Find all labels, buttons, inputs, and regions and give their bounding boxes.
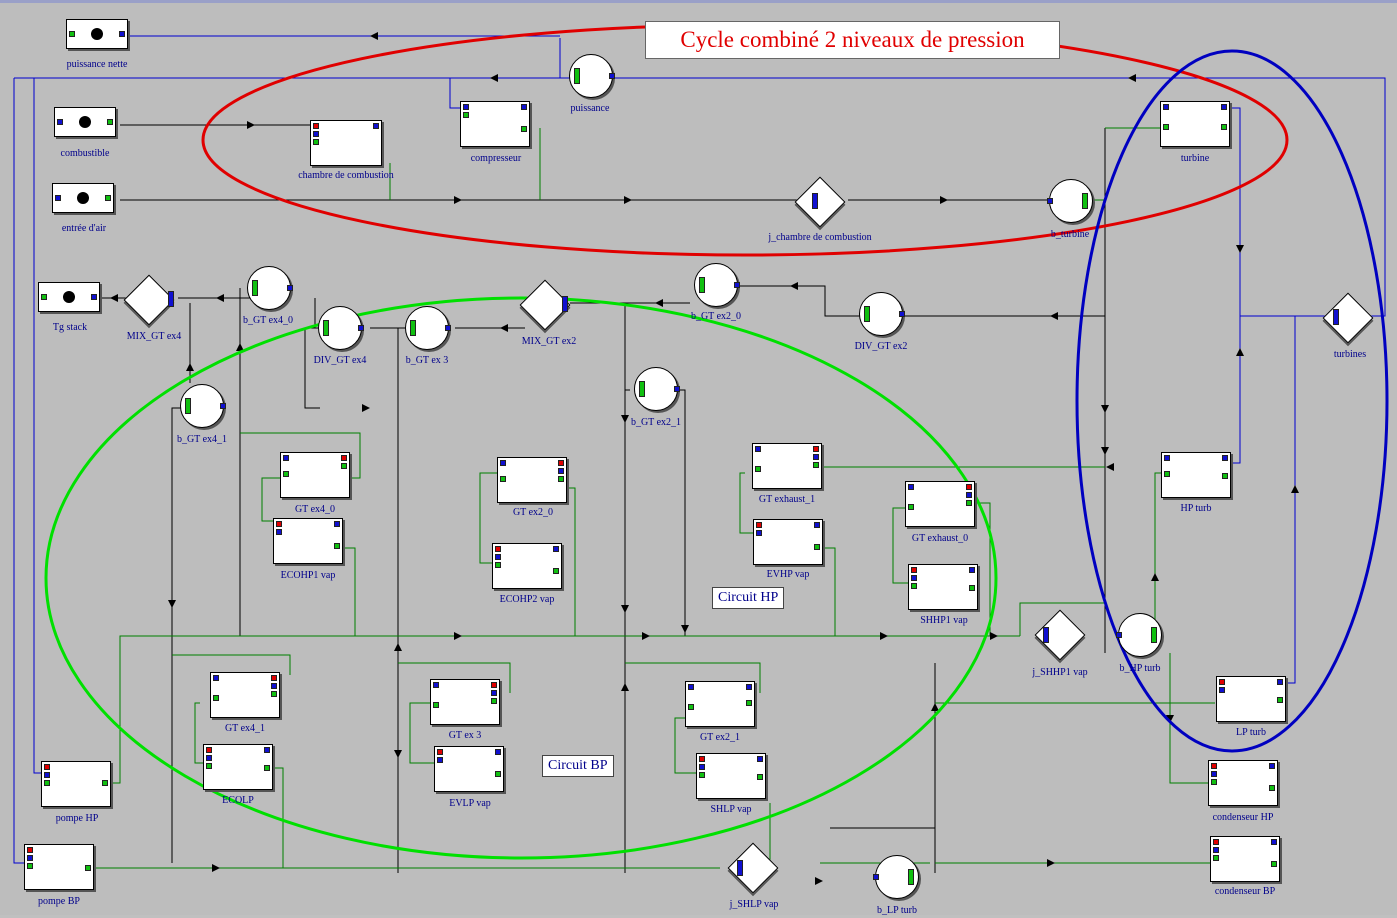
shlp-block[interactable] — [696, 753, 766, 799]
gt-ex2-0-label: GT ex2_0 — [512, 507, 554, 518]
shhp1-block[interactable] — [908, 564, 978, 610]
div-gt-ex4-label: DIV_GT ex4 — [313, 355, 367, 366]
mix-gt-ex4-port — [168, 291, 174, 307]
b-hp-turb-node[interactable] — [1116, 613, 1162, 657]
mix-gt-ex2-port — [562, 296, 568, 312]
turbine-label: turbine — [1180, 153, 1210, 164]
mix-gt-ex2-label: MIX_GT ex2 — [521, 336, 577, 347]
chambre-combustion-block[interactable] — [310, 120, 382, 166]
pompe-bp-label: pompe BP — [38, 896, 80, 907]
condenseur-bp-block[interactable] — [1210, 836, 1280, 882]
gt-ex2-1-block[interactable] — [685, 681, 755, 727]
b-turbine-label: b_turbine — [1050, 229, 1090, 240]
lp-turb-block[interactable] — [1216, 676, 1286, 722]
gt-ex3-block[interactable] — [430, 679, 500, 725]
gt-exhaust-1-block[interactable] — [752, 443, 822, 489]
ecohp2-label: ECOHP2 vap — [499, 594, 555, 605]
shlp-label: SHLP vap — [710, 804, 752, 815]
circuit-hp-label: Circuit HP — [712, 587, 785, 609]
b-gt-ex2-1-label: b_GT ex2_1 — [630, 417, 682, 428]
b-hp-turb-label: b_HP turb — [1119, 663, 1161, 674]
b-lp-turb-node[interactable] — [873, 855, 919, 899]
ecohp2-block[interactable] — [492, 543, 562, 589]
b-gt-ex2-0-label: b_GT ex2_0 — [690, 311, 742, 322]
j-shhp1-port — [1043, 627, 1049, 643]
electric-lines — [13, 35, 1386, 864]
pompe-hp-block[interactable] — [41, 761, 111, 807]
compresseur-label: compresseur — [470, 153, 522, 164]
ecolp-label: ECOLP — [222, 795, 254, 806]
connection-wires — [13, 23, 1389, 885]
b-gt-ex4-1-node[interactable] — [180, 384, 226, 428]
entree-air-block[interactable] — [52, 183, 114, 213]
pompe-bp-block[interactable] — [24, 844, 94, 890]
b-lp-turb-label: b_LP turb — [877, 905, 917, 916]
j-shlp-label: j_SHLP vap — [729, 899, 779, 910]
b-gt-ex3-node[interactable] — [405, 306, 451, 350]
j-shhp1-label: j_SHHP1 vap — [1032, 667, 1088, 678]
evlp-label: EVLP vap — [449, 798, 491, 809]
pompe-hp-label: pompe HP — [55, 813, 99, 824]
div-gt-ex4-node[interactable] — [318, 306, 364, 350]
b-gt-ex2-1-node[interactable] — [634, 367, 680, 411]
lp-turb-label: LP turb — [1236, 727, 1266, 738]
evlp-block[interactable] — [434, 746, 504, 792]
j-chambre-port — [812, 193, 818, 209]
gt-exhaust-0-block[interactable] — [905, 481, 975, 527]
gt-exhaust-0-label: GT exhaust_0 — [911, 533, 969, 544]
circuit-bp-label: Circuit BP — [542, 755, 614, 777]
gt-ex3-label: GT ex 3 — [448, 730, 482, 741]
ecohp1-label: ECOHP1 vap — [280, 570, 336, 581]
combustible-block[interactable] — [54, 107, 116, 137]
condenseur-hp-block[interactable] — [1208, 760, 1278, 806]
ecolp-block[interactable] — [203, 744, 273, 790]
puissance-label: puissance — [570, 103, 610, 114]
j-chambre-label: j_chambre de combustion — [768, 232, 872, 243]
condenseur-bp-label: condenseur BP — [1214, 886, 1276, 897]
turbines-port — [1333, 309, 1339, 325]
b-gt-ex3-label: b_GT ex 3 — [405, 355, 449, 366]
flow-arrows — [110, 32, 1299, 885]
compresseur-block[interactable] — [460, 101, 530, 147]
tg-stack-block[interactable] — [38, 282, 100, 312]
turbine-block[interactable] — [1160, 101, 1230, 147]
turbines-label: turbines — [1333, 349, 1367, 360]
j-shlp-port — [737, 860, 743, 876]
gt-exhaust-1-label: GT exhaust_1 — [758, 494, 816, 505]
puissance-nette-label: puissance nette — [66, 59, 128, 70]
div-gt-ex2-node[interactable] — [859, 292, 905, 336]
condenseur-hp-label: condenseur HP — [1212, 812, 1274, 823]
b-gt-ex4-0-label: b_GT ex4_0 — [242, 315, 294, 326]
diagram-title: Cycle combiné 2 niveaux de pression — [645, 21, 1060, 59]
hp-turb-label: HP turb — [1180, 503, 1212, 514]
chambre-combustion-label: chambre de combustion — [298, 170, 394, 181]
puissance-node[interactable] — [569, 54, 615, 98]
gt-ex2-1-label: GT ex2_1 — [699, 732, 741, 743]
hp-turb-block[interactable] — [1161, 452, 1231, 498]
gt-ex4-0-block[interactable] — [280, 452, 350, 498]
steam-turbines-ellipse — [1075, 49, 1389, 753]
evhp-label: EVHP vap — [766, 569, 810, 580]
evhp-block[interactable] — [753, 519, 823, 565]
b-gt-ex4-0-node[interactable] — [247, 266, 293, 310]
div-gt-ex2-label: DIV_GT ex2 — [854, 341, 908, 352]
shhp1-label: SHHP1 vap — [920, 615, 968, 626]
gt-ex4-1-label: GT ex4_1 — [224, 723, 266, 734]
mix-gt-ex4-label: MIX_GT ex4 — [126, 331, 182, 342]
puissance-nette-block[interactable] — [66, 19, 128, 49]
entree-air-label: entrée d'air — [61, 223, 107, 234]
water-lines — [90, 127, 1215, 869]
b-turbine-node[interactable] — [1047, 179, 1093, 223]
combustible-label: combustible — [60, 148, 110, 159]
gt-ex4-0-label: GT ex4_0 — [294, 504, 336, 515]
gt-ex4-1-block[interactable] — [210, 672, 280, 718]
ecohp1-block[interactable] — [273, 518, 343, 564]
b-gt-ex2-0-node[interactable] — [694, 263, 740, 307]
hrsg-ellipse — [44, 296, 998, 860]
gt-ex2-0-block[interactable] — [497, 457, 567, 503]
b-gt-ex4-1-label: b_GT ex4_1 — [176, 434, 228, 445]
tg-stack-label: Tg stack — [52, 322, 88, 333]
